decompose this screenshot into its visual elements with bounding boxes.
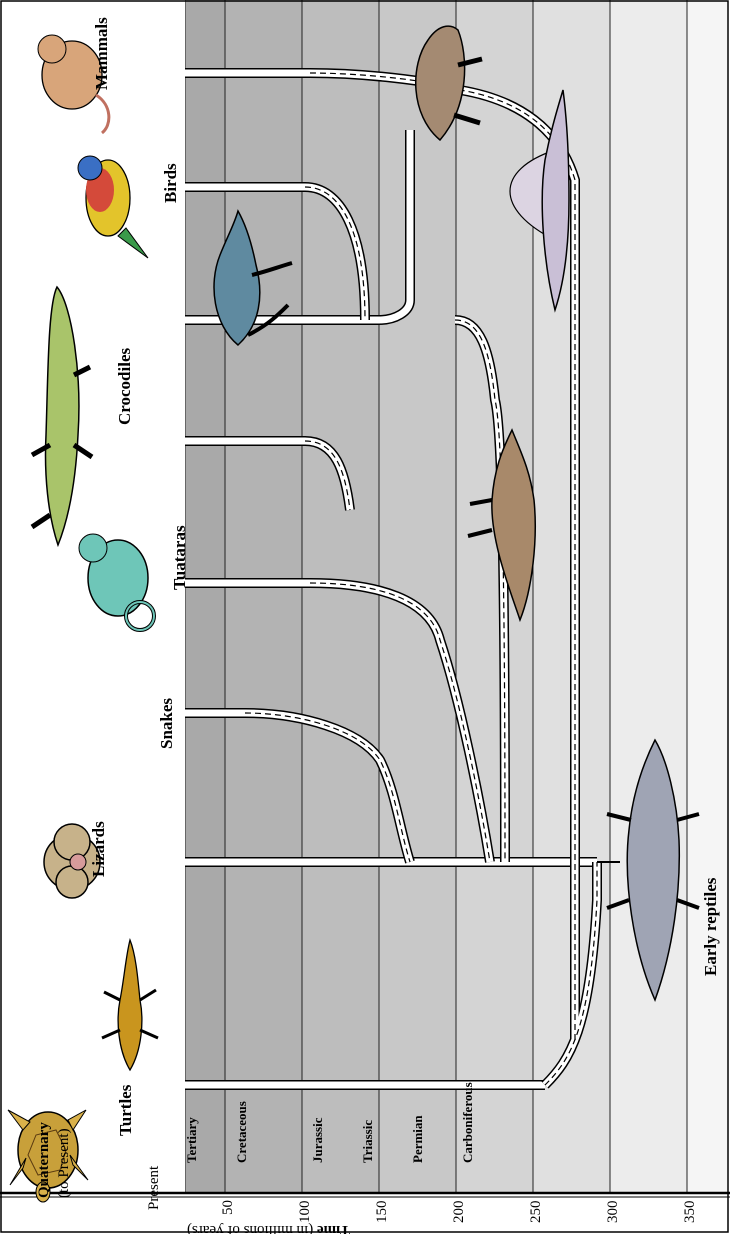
tick-50: 50 — [220, 1200, 236, 1215]
label-lizards: Lizards — [89, 821, 108, 877]
axis-title: Time (in millions of years) — [187, 1222, 350, 1234]
label-early-reptiles: Early reptiles — [701, 877, 720, 976]
period-cretaceous: Cretaceous — [234, 1101, 249, 1163]
quaternary-title: Quaternary — [36, 1122, 52, 1198]
label-birds: Birds — [161, 163, 180, 203]
tick-100: 100 — [297, 1201, 313, 1224]
period-permian: Permian — [410, 1115, 425, 1163]
label-snakes: Snakes — [157, 698, 176, 749]
label-crocodiles: Crocodiles — [115, 347, 134, 425]
label-tuataras: Tuataras — [170, 525, 189, 590]
period-jurassic: Jurassic — [310, 1117, 325, 1163]
tick-250: 250 — [528, 1201, 544, 1224]
label-turtles: Turtles — [116, 1084, 135, 1136]
band-350 — [687, 0, 727, 1193]
tick-150: 150 — [374, 1201, 390, 1224]
band-cretaceous — [225, 0, 302, 1193]
period-triassic: Triassic — [360, 1120, 375, 1163]
label-mammals: Mammals — [92, 17, 111, 90]
tick-200: 200 — [451, 1201, 467, 1224]
band-jurassic — [302, 0, 379, 1193]
band-tertiary — [185, 0, 225, 1193]
band-300 — [610, 0, 687, 1193]
present-label: Present — [146, 1165, 162, 1210]
tick-350: 350 — [682, 1201, 698, 1224]
tick-300: 300 — [605, 1201, 621, 1224]
quaternary-subtitle: (to Present) — [56, 1128, 72, 1198]
period-tertiary: Tertiary — [184, 1117, 199, 1163]
period-carboniferous: Carboniferous — [460, 1082, 475, 1163]
